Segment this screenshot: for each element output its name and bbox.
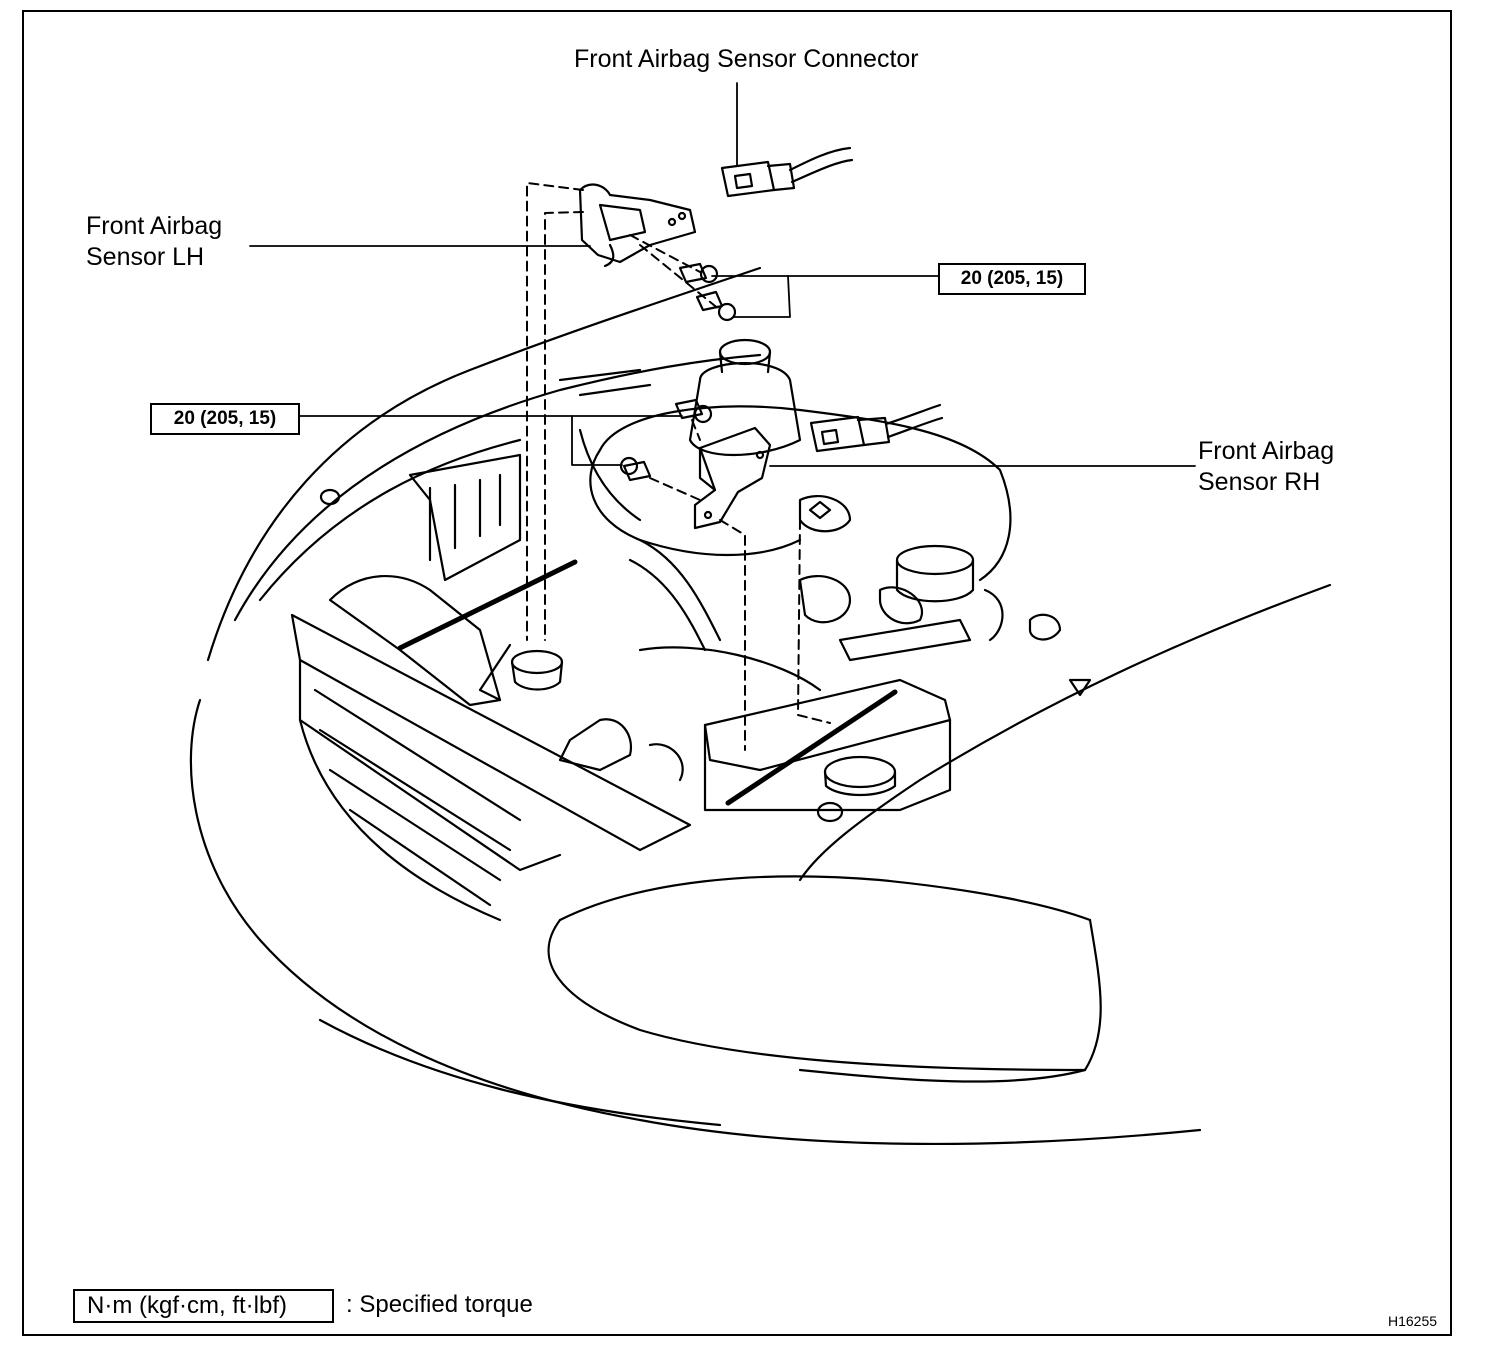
connector-label: Front Airbag Sensor Connector bbox=[574, 45, 919, 73]
leader-lines bbox=[249, 82, 1196, 467]
torque-legend-text: : Specified torque bbox=[346, 1291, 533, 1318]
dashed-assembly-lines bbox=[526, 182, 831, 751]
bolts bbox=[619, 262, 737, 482]
sensor-lh-label-line1: Front Airbag bbox=[86, 212, 223, 240]
sensor-lh-part bbox=[578, 183, 697, 268]
sensor-rh-part bbox=[693, 426, 772, 530]
sensor-rh-label-line1: Front Airbag bbox=[1198, 437, 1335, 465]
torque-spec-upper: 20 (205, 15) bbox=[938, 263, 1086, 295]
sensor-connector bbox=[720, 146, 944, 453]
radiator-grille bbox=[290, 613, 692, 922]
torque-legend-box: N·m (kgf·cm, ft·lbf) bbox=[73, 1289, 334, 1323]
sensor-rh-label-line2: Sensor RH bbox=[1198, 468, 1321, 496]
diagram-frame bbox=[22, 10, 1452, 1336]
hood-outline bbox=[189, 266, 1332, 1146]
sensor-lh-label-line2: Sensor LH bbox=[86, 243, 205, 271]
engine-components bbox=[319, 338, 1092, 823]
figure-id: H16255 bbox=[1388, 1313, 1438, 1329]
torque-spec-lower: 20 (205, 15) bbox=[150, 403, 300, 435]
